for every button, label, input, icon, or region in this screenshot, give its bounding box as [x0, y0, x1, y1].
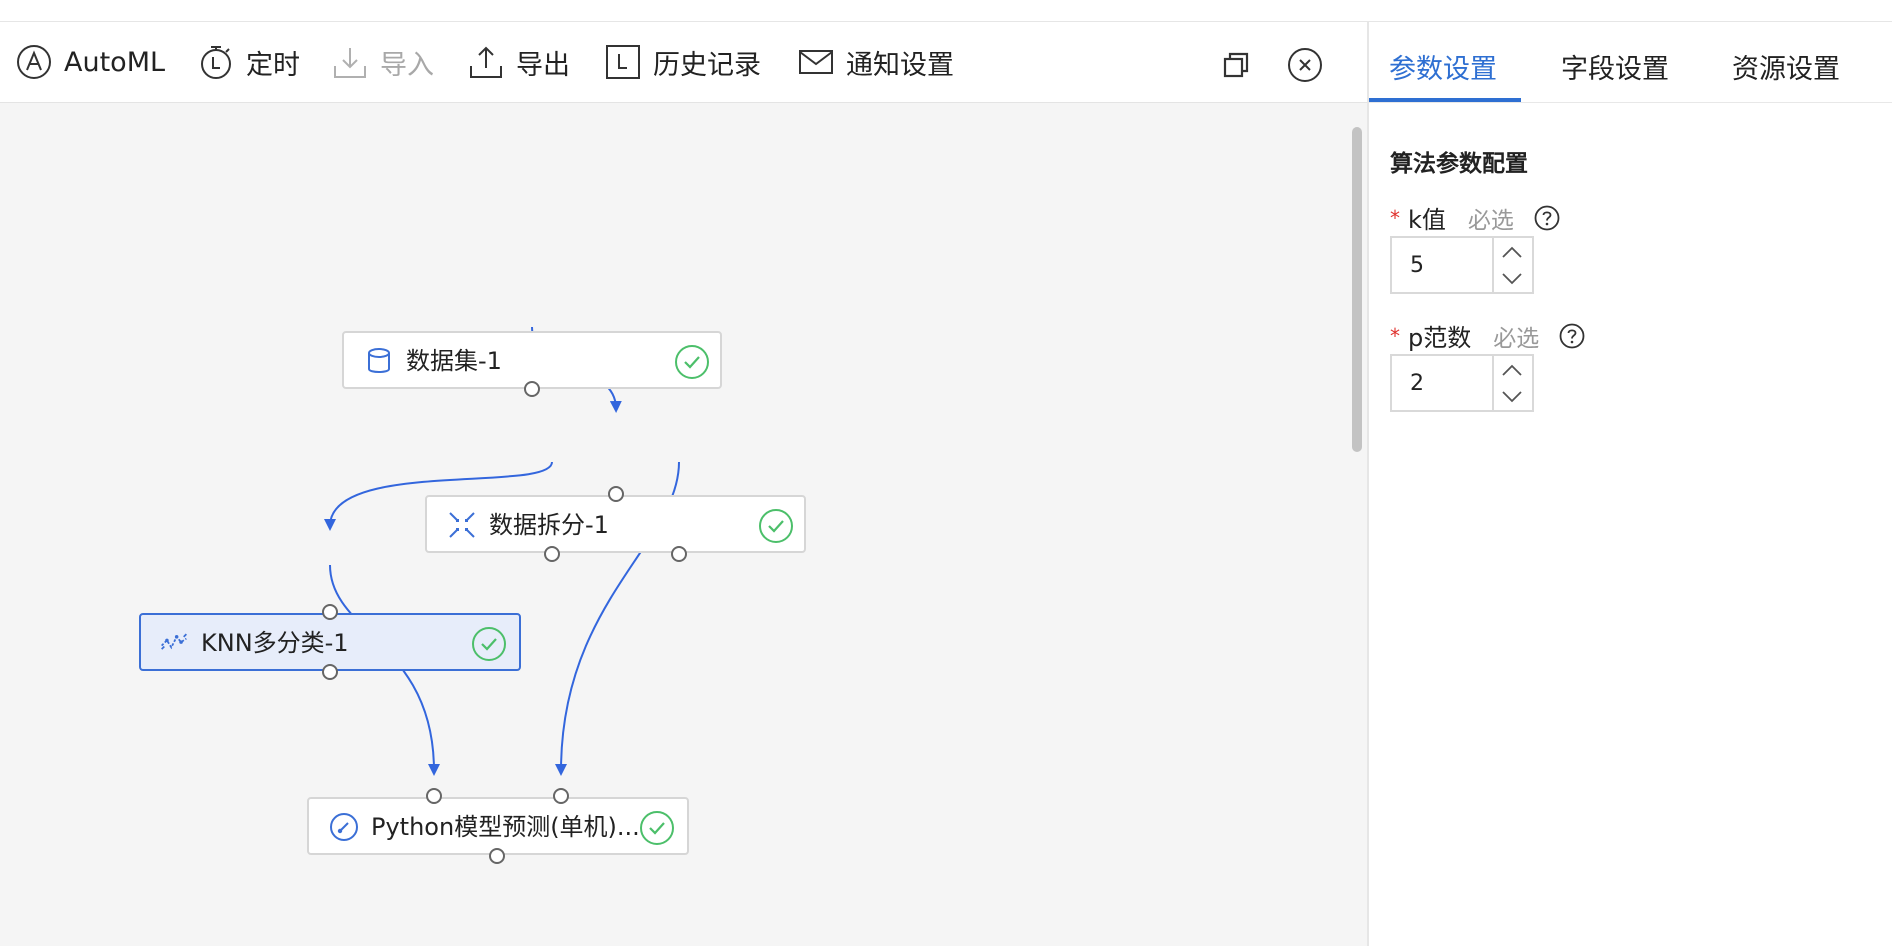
automl-label: AutoML — [64, 46, 166, 78]
toolbar: AutoML 定时 导入 导出 历史记录 — [0, 22, 1367, 103]
node-label: KNN多分类-1 — [201, 629, 349, 657]
history-button[interactable]: 历史记录 — [605, 44, 761, 81]
required-text: 必选 — [1467, 207, 1514, 234]
decrement-button[interactable] — [1494, 265, 1530, 292]
export-label: 导出 — [516, 49, 570, 81]
chevron-down-icon — [1502, 390, 1522, 402]
input-port-2[interactable] — [553, 788, 569, 804]
success-check-icon — [472, 627, 506, 661]
stepper-controls — [1492, 238, 1532, 292]
success-check-icon — [675, 345, 709, 379]
chevron-up-icon — [1502, 364, 1522, 376]
history-label: 历史记录 — [653, 49, 761, 81]
tab-params[interactable]: 参数设置 — [1389, 54, 1497, 85]
timer-button[interactable]: 定时 — [198, 44, 300, 81]
field-name: k值 — [1408, 206, 1446, 234]
output-port-2[interactable] — [671, 546, 687, 562]
knn-icon — [161, 633, 187, 650]
automl-icon — [16, 44, 52, 80]
p-norm-input[interactable] — [1392, 356, 1496, 410]
node-label: 数据集-1 — [406, 347, 502, 375]
node-python-predict[interactable]: Python模型预测(单机)... — [307, 797, 689, 855]
timer-label: 定时 — [246, 49, 300, 81]
output-port[interactable] — [322, 664, 338, 680]
import-label: 导入 — [380, 49, 434, 81]
output-port[interactable] — [524, 381, 540, 397]
notify-settings-label: 通知设置 — [846, 49, 954, 81]
restore-icon — [1223, 52, 1249, 78]
input-port-1[interactable] — [426, 788, 442, 804]
active-tab-indicator — [1369, 98, 1521, 102]
workflow-area: AutoML 定时 导入 导出 历史记录 — [0, 22, 1367, 946]
output-port-1[interactable] — [544, 546, 560, 562]
success-check-icon — [759, 509, 793, 543]
section-title: 算法参数配置 — [1390, 151, 1528, 177]
stepper-controls — [1492, 356, 1532, 410]
top-strip — [0, 0, 1892, 22]
node-data-split[interactable]: 数据拆分-1 — [425, 495, 806, 553]
settings-panel: 参数设置 字段设置 资源设置 算法参数配置 * k值 必选 * p范数 必选 — [1367, 22, 1892, 946]
split-icon — [449, 512, 475, 538]
edge-split-to-knn — [324, 461, 553, 531]
required-mark: * — [1390, 205, 1400, 230]
tab-resources[interactable]: 资源设置 — [1732, 54, 1840, 85]
export-icon — [468, 44, 504, 80]
input-port[interactable] — [608, 486, 624, 502]
history-icon — [605, 44, 641, 80]
required-mark: * — [1390, 323, 1400, 348]
field-label-k: * k值 必选 — [1390, 200, 1560, 235]
help-icon[interactable] — [1534, 205, 1560, 231]
workflow-canvas[interactable]: 数据集-1 数据拆分-1 KNN多分类-1 Python模型预测(单机)... — [0, 103, 1367, 946]
canvas-scrollbar[interactable] — [1352, 127, 1362, 452]
panel-tabs: 参数设置 字段设置 资源设置 — [1369, 22, 1892, 103]
increment-button[interactable] — [1494, 238, 1530, 265]
chevron-up-icon — [1502, 246, 1522, 258]
input-port[interactable] — [322, 604, 338, 620]
mail-icon — [798, 44, 834, 80]
import-icon — [332, 44, 368, 80]
maximize-button[interactable] — [1218, 47, 1254, 83]
predict-icon — [330, 813, 358, 841]
tab-fields[interactable]: 字段设置 — [1561, 54, 1669, 85]
required-text: 必选 — [1493, 325, 1540, 352]
node-knn[interactable]: KNN多分类-1 — [139, 613, 521, 671]
k-value-stepper — [1390, 236, 1534, 294]
output-port[interactable] — [489, 848, 505, 864]
k-value-input[interactable] — [1392, 238, 1496, 292]
decrement-button[interactable] — [1494, 383, 1530, 410]
success-check-icon — [640, 811, 674, 845]
import-button[interactable]: 导入 — [332, 44, 434, 81]
p-norm-stepper — [1390, 354, 1534, 412]
field-label-p: * p范数 必选 — [1390, 318, 1585, 353]
increment-button[interactable] — [1494, 356, 1530, 383]
node-label: Python模型预测(单机)... — [371, 813, 640, 841]
edge-split-to-predict — [555, 461, 680, 776]
close-button[interactable] — [1287, 47, 1323, 83]
export-button[interactable]: 导出 — [468, 44, 570, 81]
notify-settings-button[interactable]: 通知设置 — [798, 44, 954, 81]
database-icon — [368, 348, 390, 373]
close-icon — [1288, 48, 1322, 82]
help-icon[interactable] — [1559, 323, 1585, 349]
chevron-down-icon — [1502, 272, 1522, 284]
automl-button[interactable]: AutoML — [16, 44, 165, 80]
node-label: 数据拆分-1 — [489, 511, 609, 539]
timer-icon — [198, 44, 234, 80]
node-dataset[interactable]: 数据集-1 — [342, 331, 722, 389]
field-name: p范数 — [1408, 324, 1472, 352]
